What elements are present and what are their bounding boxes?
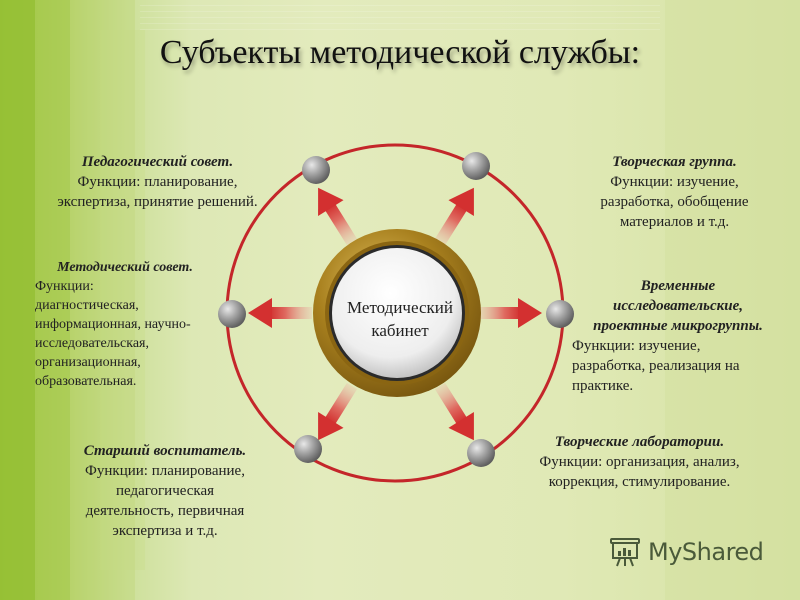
node-text: информационная, научно- [35,317,191,332]
node-heading: исследовательские, [613,298,743,314]
node-text: исследовательская, [35,336,149,351]
node-text: экспертиза, принятие решений. [57,194,258,210]
node-text: организационная, [35,355,141,370]
node-text: коррекция, стимулирование. [548,474,731,490]
node-text: Функции: изучение, [572,338,701,354]
node-balls [218,152,574,467]
node-text: диагностическая, [35,298,139,313]
node-senior-educator: Старший воспитатель. Функции: планирован… [55,441,275,541]
logo-text: MyShared [648,538,764,566]
slide-title: Субъекты методической службы: [159,34,641,71]
node-text: разработка, обобщение [600,194,749,210]
hub-label-line: кабинет [371,321,429,340]
hub-label-line: Методический [347,298,453,317]
myshared-logo[interactable]: MyShared [608,536,764,568]
node-text: Функции: [35,279,94,294]
node-text: педагогическая [115,483,215,499]
hub-circle [313,229,481,397]
node-text: Функции: планирование, [85,463,245,479]
node-heading: Старший воспитатель. [83,443,247,459]
node-creative-group: Творческая группа. Функции: изучение, ра… [572,152,777,232]
node-temporary-microgroups: Временные исследовательские, проектные м… [572,276,784,396]
presentation-board-icon [610,538,640,567]
node-text: деятельность, первичная [85,503,245,519]
node-heading: проектные микрогруппы. [593,318,763,334]
node-heading: Творческие лаборатории. [554,434,725,450]
node-text: образовательная. [35,374,137,389]
node-text: материалов и т.д. [619,214,730,230]
node-text: экспертиза и т.д. [112,523,218,539]
node-heading: Временные [640,278,716,294]
node-creative-laboratories: Творческие лаборатории. Функции: организ… [512,432,767,492]
node-text: разработка, реализация на [572,358,740,374]
hub-label: Методический кабинет [325,296,475,342]
node-text: Функции: изучение, [610,174,739,190]
node-text: Функции: организация, анализ, [539,454,740,470]
node-methodical-council: Методический совет. Функции: диагностиче… [35,258,215,391]
node-heading: Методический совет. [57,260,193,275]
node-text: Функции: планирование, [77,174,238,190]
node-text: практике. [572,378,634,394]
node-heading: Творческая группа. [612,154,737,170]
node-pedagogical-council: Педагогический совет. Функции: планирова… [30,152,285,212]
node-heading: Педагогический совет. [81,154,234,170]
